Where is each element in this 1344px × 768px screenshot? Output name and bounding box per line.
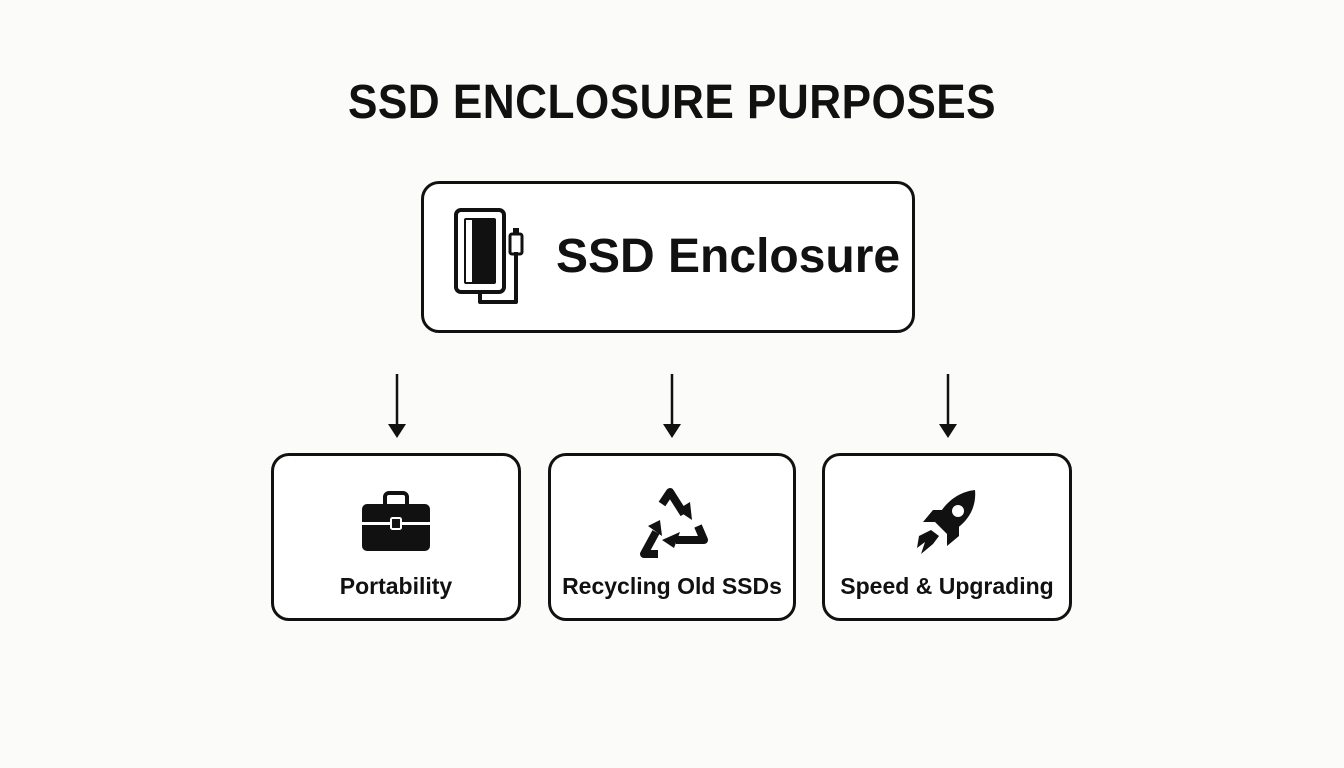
child-label-portability: Portability	[339, 573, 453, 599]
child-node-recycling: Recycling Old SSDs	[548, 453, 796, 621]
arrow-to-portability	[388, 374, 406, 438]
briefcase-icon	[362, 491, 430, 551]
root-label: SSD Enclosure	[556, 230, 901, 283]
root-node: SSD Enclosure	[421, 181, 915, 333]
rocket-icon	[917, 490, 976, 554]
child-node-portability: Portability	[271, 453, 521, 621]
arrow-to-speed	[939, 374, 957, 438]
diagram-title: SSD ENCLOSURE PURPOSES	[347, 76, 997, 129]
external-ssd-icon	[454, 208, 524, 304]
recycle-icon	[640, 488, 708, 558]
arrow-to-recycling	[663, 374, 681, 438]
child-node-speed: Speed & Upgrading	[822, 453, 1072, 621]
child-label-speed: Speed & Upgrading	[840, 573, 1054, 599]
child-label-recycling: Recycling Old SSDs	[562, 573, 782, 599]
